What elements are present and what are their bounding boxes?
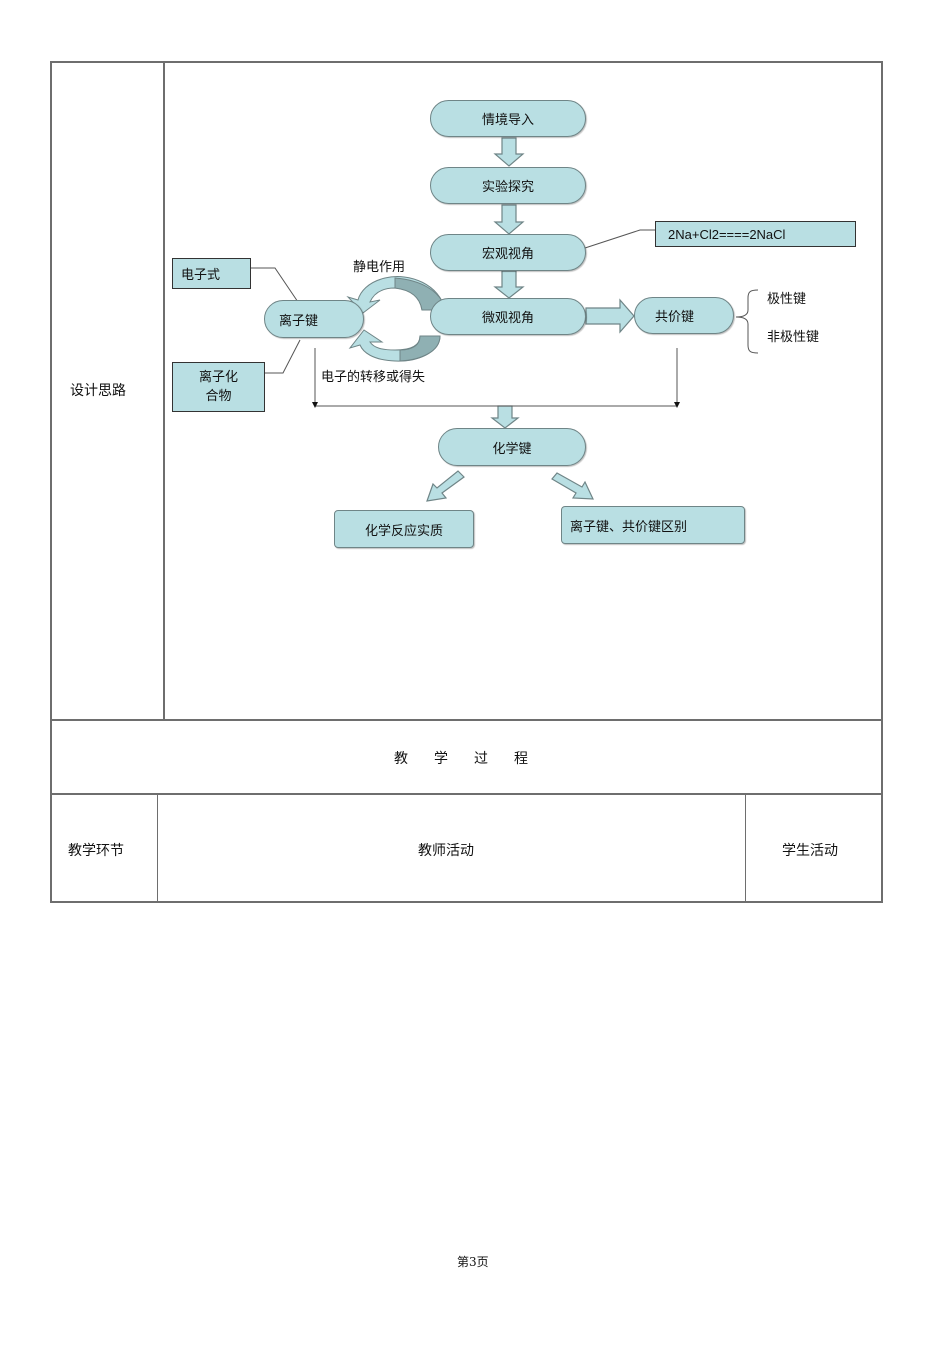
callout-ionic-compound: [265, 339, 301, 374]
arrowhead-covalent-down: [674, 402, 680, 408]
ionic-compound-line1: 离子化: [198, 370, 238, 385]
process-title: 教 学 过 程: [394, 751, 534, 767]
column-header-teaching-step: 教学环节: [68, 843, 124, 859]
table-outer-top: [50, 61, 882, 63]
node-micro-view: 微观视角: [430, 298, 586, 335]
node-reaction-essence: 化学反应实质: [334, 510, 474, 548]
page-number: 第3页: [457, 1255, 489, 1269]
table-left-border: [50, 61, 52, 902]
design-col-divider: [163, 61, 165, 720]
arrow-down-explore-macro: [493, 204, 525, 235]
column-header-teacher-activity: 教师活动: [418, 843, 474, 859]
arrow-down-chemical-bond: [490, 405, 520, 429]
table-right-border: [881, 61, 883, 902]
process-col-divider-1: [157, 793, 158, 902]
node-equation: 2Na+Cl2====2NaCl: [655, 221, 856, 247]
cycle-arrow-bottom-dark: [399, 335, 441, 362]
arrow-right-micro-covalent: [585, 298, 635, 334]
label-nonpolar-bond: 非极性键: [767, 330, 820, 345]
label-polar-bond: 极性键: [767, 292, 807, 307]
callout-equation: [584, 229, 655, 249]
label-electrostatic: 静电作用: [353, 260, 406, 275]
node-ionic-compound: 离子化 合物: [172, 362, 265, 412]
arrowhead-ionic-down: [312, 402, 318, 408]
process-col-divider-2: [745, 793, 746, 902]
node-scenario-intro: 情境导入: [430, 100, 586, 137]
table-outer-bottom: [50, 901, 883, 903]
row-divider-2: [50, 793, 882, 795]
node-electron-formula: 电子式: [172, 258, 251, 289]
column-header-student-activity: 学生活动: [782, 843, 838, 859]
node-ionic-bond: 离子键: [264, 300, 364, 338]
node-macro-view: 宏观视角: [430, 234, 586, 271]
label-electron-transfer: 电子的转移或得失: [321, 370, 426, 385]
arrow-down-intro-explore: [493, 137, 525, 167]
ionic-compound-line2: 合物: [205, 389, 232, 404]
arrow-diag-right: [551, 472, 594, 500]
node-chemical-bond: 化学键: [438, 428, 586, 466]
brace-covalent: [735, 289, 759, 354]
design-row-label: 设计思路: [70, 383, 126, 399]
node-bond-difference: 离子键、共价键区别: [561, 506, 745, 544]
arrow-down-macro-micro: [493, 270, 525, 299]
node-covalent-bond: 共价键: [634, 297, 734, 334]
node-experiment-explore: 实验探究: [430, 167, 586, 204]
arrow-diag-left: [426, 470, 465, 502]
callout-electron-formula: [251, 267, 301, 306]
row-divider-1: [50, 719, 882, 721]
